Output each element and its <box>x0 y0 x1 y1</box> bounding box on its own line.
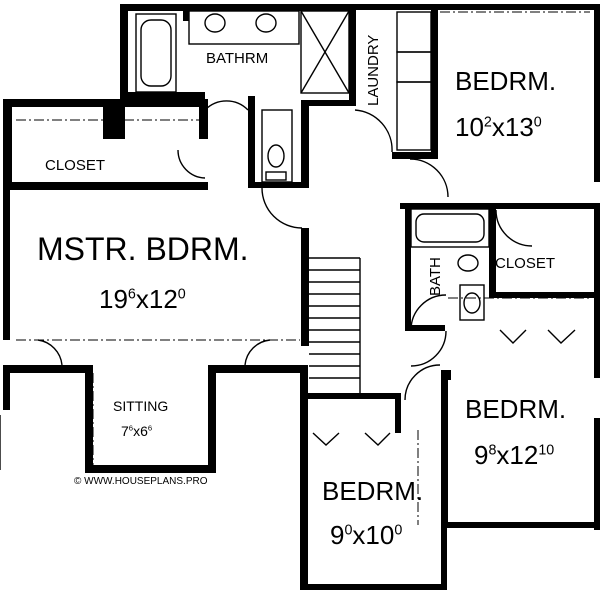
room-label-laundry: LAUNDRY <box>365 34 382 106</box>
room-dims-bedrm-south: 90x100 <box>330 520 403 550</box>
room-label-closet-east: CLOSET <box>495 255 556 272</box>
room-label-bath: BATH <box>427 257 444 296</box>
room-label-sitting: SITTING <box>113 398 169 414</box>
watermark: © WWW.HOUSEPLANS.PRO <box>74 476 208 487</box>
room-dims-bedrm-ne: 102x130 <box>455 112 542 142</box>
fixtures <box>0 10 590 525</box>
room-dims-sitting: 76x66 <box>121 423 153 439</box>
room-label-bedrm-south: BEDRM. <box>322 476 424 506</box>
room-label-master: MSTR. BDRM. <box>37 231 249 267</box>
room-label-bathrm: BATHRM <box>206 50 269 67</box>
room-dims-bedrm-east: 98x1210 <box>474 440 555 470</box>
room-dims-master: 196x120 <box>99 284 186 314</box>
room-label-bedrm-east: BEDRM. <box>465 394 567 424</box>
room-label-bedrm-ne: BEDRM. <box>455 66 557 96</box>
walls <box>3 4 600 590</box>
room-label-closet-west: CLOSET <box>45 157 106 174</box>
